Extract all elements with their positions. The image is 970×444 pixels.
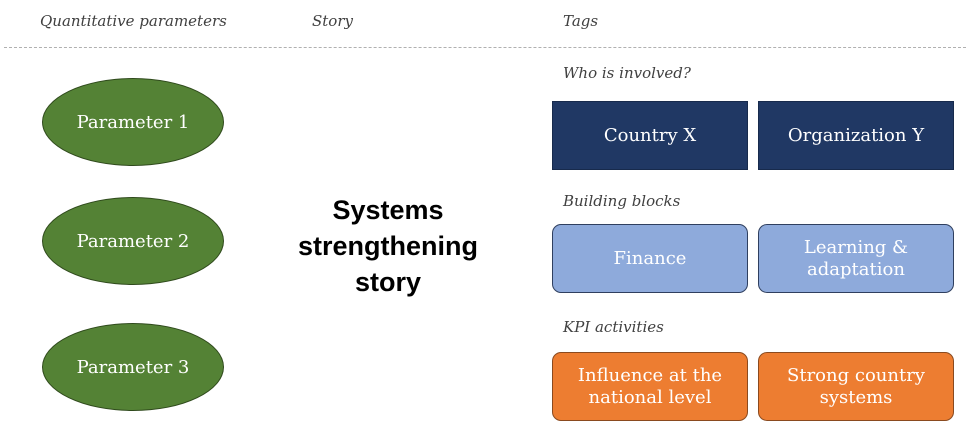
tag-influence-national-level-label: Influence at the national level [577, 364, 723, 408]
story-title-line-3: story [354, 267, 422, 297]
header-story: Story [312, 12, 353, 30]
story-title-line-2: strengthening [298, 231, 478, 261]
group-label-kpi-activities: KPI activities [563, 318, 664, 336]
tag-country-x: Country X [552, 101, 748, 170]
tag-learning-adaptation-label: Learning & adaptation [803, 236, 909, 280]
story-title: Systems strengthening story [272, 192, 504, 300]
tag-finance-label: Finance [613, 247, 687, 269]
tag-learning-adaptation: Learning & adaptation [758, 224, 954, 293]
tag-finance: Finance [552, 224, 748, 293]
parameter-3-ellipse: Parameter 3 [42, 323, 224, 411]
header-quantitative-parameters: Quantitative parameters [40, 12, 227, 30]
tag-organization-y-label: Organization Y [787, 124, 925, 146]
tag-country-x-label: Country X [603, 124, 697, 146]
story-title-line-1: Systems [332, 195, 444, 225]
header-tags: Tags [563, 12, 599, 30]
group-label-who-is-involved: Who is involved? [563, 64, 691, 82]
parameter-2-label: Parameter 2 [76, 230, 190, 252]
parameter-2-ellipse: Parameter 2 [42, 197, 224, 285]
tag-strong-country-systems-label: Strong country systems [787, 364, 925, 408]
header-divider [4, 47, 966, 48]
group-label-building-blocks: Building blocks [563, 192, 681, 210]
parameter-1-label: Parameter 1 [76, 111, 190, 133]
tag-organization-y: Organization Y [758, 101, 954, 170]
parameter-3-label: Parameter 3 [76, 356, 190, 378]
parameter-1-ellipse: Parameter 1 [42, 78, 224, 166]
tag-strong-country-systems: Strong country systems [758, 352, 954, 421]
tag-influence-national-level: Influence at the national level [552, 352, 748, 421]
